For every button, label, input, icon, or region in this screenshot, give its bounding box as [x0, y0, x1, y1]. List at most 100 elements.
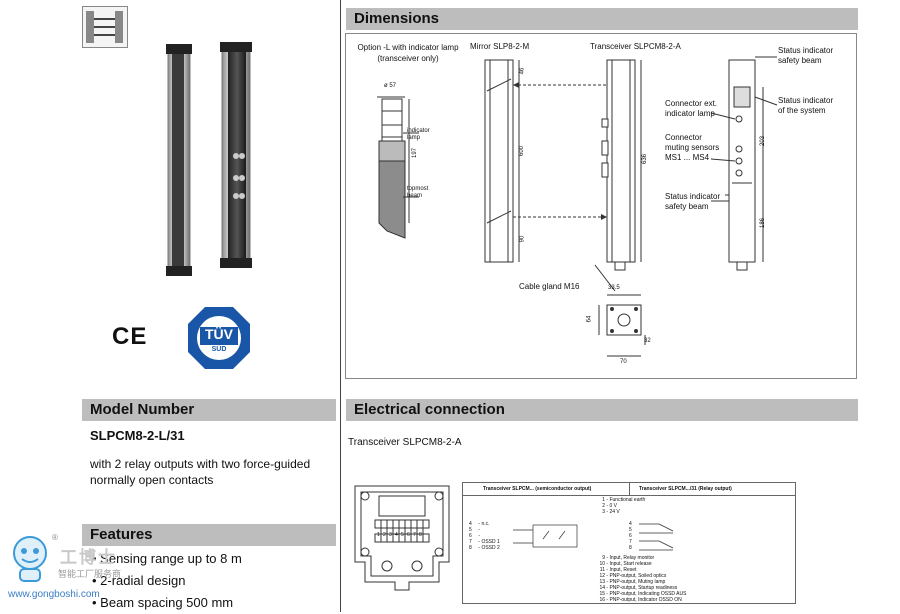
pin-number: 4 — [629, 521, 632, 527]
pin-label: Input, Relay monitor — [609, 555, 655, 561]
topmost-beam-label: topmost beam — [407, 186, 428, 200]
feature-item: • Beam spacing 500 mm — [92, 595, 234, 610]
pin-number: 3 — [602, 509, 605, 515]
dim-diameter: ø 57 — [384, 83, 397, 89]
pinout-bottom-rows: 9 - Input, Relay monitor 10 - Input, Sta… — [591, 555, 686, 603]
model-number: SLPCM8-2-L/31 — [90, 428, 185, 443]
connector-ext-lamp-label: Connector ext. indicator lamp — [665, 99, 717, 119]
pinout-left-rows: 4 - n.c. 5 - 6 - 7 - OSSD 1 8 - OSSD 2 — [469, 521, 500, 551]
status-beam-top-label: Status indicator safety beam — [778, 46, 833, 66]
pinout-row: 14 - PNP-output, Startup readiness — [591, 585, 686, 591]
mirror-label: Mirror SLP8-2-M — [470, 42, 530, 51]
pinout-header-row: Transceiver SLPCM... (semiconductor outp… — [463, 483, 795, 496]
pin-label: OSSD 1 — [481, 539, 500, 545]
connector-ext-lamp-label-line1: Connector ext. — [665, 99, 718, 108]
dim-90: 90 — [519, 235, 526, 243]
watermark: ® 工博士 智能工厂服务商 www.gongboshi.com — [8, 533, 128, 603]
status-beam-top-label-line1: Status indicator — [778, 46, 834, 55]
dimensions-drawing-frame — [345, 33, 857, 379]
dim-636: 636 — [642, 153, 649, 165]
electrical-heading: Electrical connection — [346, 399, 858, 421]
pin-number: 5 — [629, 527, 632, 533]
option-lamp-label-line1: Option -L with indicator lamp — [357, 43, 459, 52]
dim-33-5: 33.5 — [608, 285, 620, 291]
feature-item: • Sensing range up to 8 m — [92, 551, 242, 566]
topmost-beam-label-line1: topmost — [407, 186, 429, 192]
pinout-row: 8 - OSSD 2 — [469, 545, 500, 551]
pinout-head-divider — [629, 483, 630, 495]
terminal-num: 6 — [407, 532, 410, 538]
status-system-label: Status indicator of the system — [778, 96, 833, 116]
tuv-logo-top: TÜV — [205, 326, 233, 342]
pin-label: PNP-output, Startup readiness — [609, 585, 678, 591]
pin-number: 11 — [599, 567, 605, 573]
feature-text: Sensing range up to 8 m — [100, 551, 242, 566]
dim-46: 46 — [519, 67, 526, 75]
pinout-row: 9 - Input, Relay monitor — [591, 555, 686, 561]
feature-text: 2-radial design — [100, 573, 186, 588]
pin-label: PNP-output, Indicating OSSD AUS — [609, 591, 687, 597]
pin-number: 9 — [602, 555, 605, 561]
pin-label: n.c. — [481, 521, 490, 527]
pinout-row: 13 - PNP-output, Muting lamp — [591, 579, 686, 585]
model-number-heading: Model Number — [82, 399, 336, 421]
connector-muting-label-line2: muting sensors — [665, 143, 720, 152]
features-heading: Features — [82, 524, 336, 546]
pinout-row: 16 - PNP-output, Indicator OSSD ON — [591, 597, 686, 603]
transceiver-label: Transceiver SLPCM8-2-A — [590, 42, 681, 51]
feature-text: Beam spacing 500 mm — [100, 595, 234, 610]
pin-number: 10 — [599, 561, 605, 567]
pin-number: 6 — [469, 533, 472, 539]
watermark-url: www.gongboshi.com — [8, 589, 100, 600]
pinout-row: 3 - 24 V — [591, 509, 645, 515]
cable-gland-label: Cable gland M16 — [519, 282, 580, 291]
pinout-row: 7 - OSSD 1 — [469, 539, 500, 545]
pinout-table: Transceiver SLPCM... (semiconductor outp… — [462, 482, 796, 604]
electrical-subtitle: Transceiver SLPCM8-2-A — [348, 437, 462, 448]
dim-186: 186 — [760, 217, 767, 229]
dimensions-drawing — [377, 56, 778, 357]
pin-number: 13 — [599, 579, 605, 585]
relay-contact-symbol — [513, 524, 578, 548]
terminal-num: 2 — [383, 532, 386, 538]
features-list: • Sensing range up to 8 m • 2-radial des… — [92, 548, 242, 614]
terminal-housing-drawing — [354, 485, 450, 591]
pin-number: 8 — [629, 545, 632, 551]
watermark-sub: 智能工厂服务商 — [58, 569, 122, 579]
pin-number: 4 — [469, 521, 472, 527]
connector-muting-label-line3: MS1 ... MS4 — [665, 153, 710, 162]
connector-muting-label: Connector muting sensors MS1 ... MS4 — [665, 133, 719, 163]
pinout-row: 4 - n.c. — [469, 521, 490, 527]
pin-number: 16 — [599, 597, 605, 603]
pinout-row: 12 - PNP-output, Soiled optics — [591, 573, 686, 579]
dim-203: 203 — [760, 135, 767, 147]
terminal-num: 5 — [401, 532, 404, 538]
topmost-beam-label-line2: beam — [407, 193, 423, 199]
product-thumbnail-icon — [82, 6, 128, 48]
product-image — [166, 42, 252, 276]
ce-mark: CE — [112, 323, 148, 350]
pinout-row: 1 - Functional earth — [591, 497, 645, 503]
connector-ext-lamp-label-line2: indicator lamp — [665, 109, 715, 118]
relay-output-symbol — [639, 523, 674, 551]
status-system-label-line2: of the system — [778, 106, 826, 115]
feature-item: • 2-radial design — [92, 573, 186, 588]
status-beam-top-label-line2: safety beam — [778, 56, 822, 65]
indicator-lamp-label-line2: lamp — [407, 135, 421, 141]
pinout-row: 6 - — [469, 533, 481, 539]
option-lamp-label-line2: (transceiver only) — [377, 54, 439, 63]
option-lamp-label: Option -L with indicator lamp (transceiv… — [353, 42, 463, 64]
pin-number: 6 — [629, 533, 632, 539]
pinout-row: 5 - — [469, 527, 481, 533]
pinout-row: 15 - PNP-output, Indicating OSSD AUS — [591, 591, 686, 597]
tuv-logo-bottom: SÜD — [211, 346, 227, 353]
dim-64: 64 — [586, 315, 593, 323]
pin-label: PNP-output, Muting lamp — [609, 579, 666, 585]
pin-label: Input, Start release — [609, 561, 652, 567]
robot-mascot-icon — [13, 536, 47, 582]
terminal-num: 3 — [389, 532, 392, 538]
tuv-sud-logo: TÜV SÜD — [186, 305, 252, 371]
pinout-head-relay: Transceiver SLPCM.../31 (Relay output) — [639, 486, 732, 492]
watermark-brand: 工博士 — [60, 548, 117, 567]
pin-label: 24 V — [609, 509, 620, 515]
